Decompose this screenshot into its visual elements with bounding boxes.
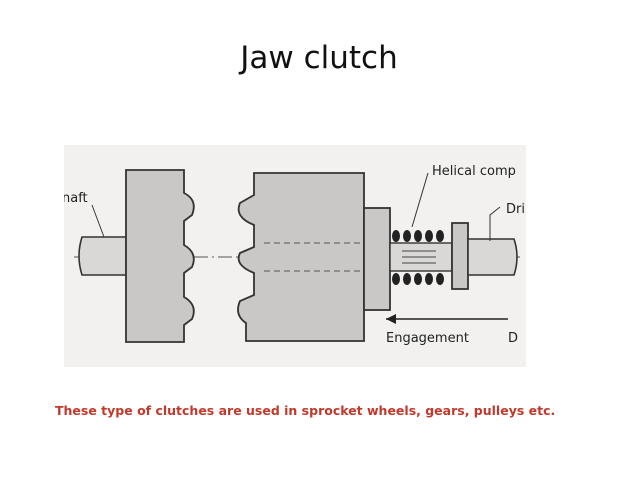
driver-label: Dri bbox=[506, 202, 525, 217]
right-shaft bbox=[467, 238, 518, 276]
helical-spring bbox=[392, 230, 444, 285]
shaft-label: naft bbox=[64, 191, 88, 206]
spring-leader bbox=[411, 172, 429, 228]
jaw-clutch-diagram: naft Helical comp Dri Engagement D bbox=[64, 145, 526, 367]
spring-label: Helical comp bbox=[432, 164, 516, 179]
right-flange bbox=[451, 222, 469, 290]
hub-collar bbox=[363, 207, 391, 311]
driver-leader bbox=[489, 206, 501, 241]
engagement-arrowhead bbox=[386, 314, 396, 324]
left-jaw-block bbox=[125, 169, 195, 343]
engagement-label: Engagement bbox=[386, 331, 469, 346]
right-jaw-block bbox=[237, 172, 365, 342]
left-shaft bbox=[78, 236, 127, 276]
slide-caption: These type of clutches are used in sproc… bbox=[55, 403, 556, 418]
edge-label: D bbox=[508, 331, 518, 346]
slide-title: Jaw clutch bbox=[240, 40, 398, 76]
shaft-leader bbox=[91, 204, 105, 238]
